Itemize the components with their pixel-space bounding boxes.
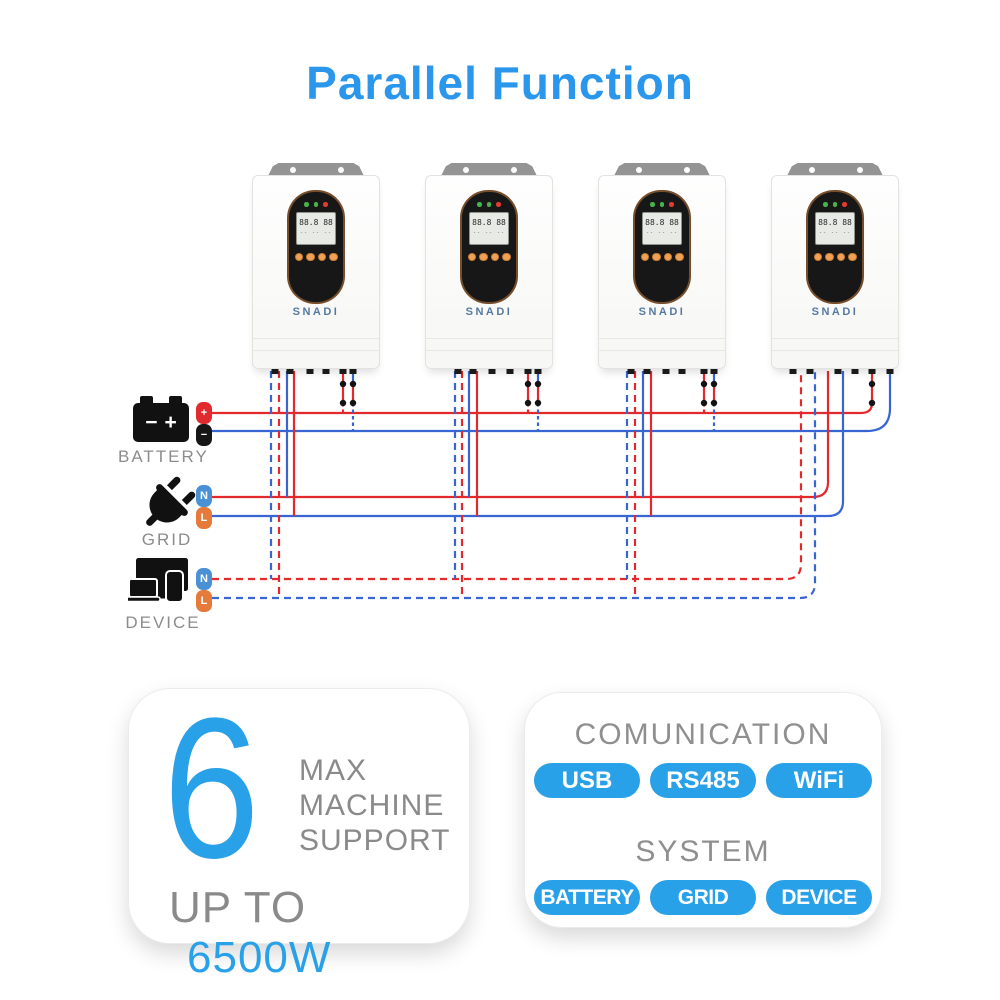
grid-plug-icon bbox=[139, 476, 196, 533]
grid-n-bus bbox=[212, 371, 830, 499]
inverter-body: 88.8 88-- -- -- SNADI bbox=[252, 175, 380, 369]
max-support-text: MAX MACHINE SUPPORT bbox=[299, 754, 451, 857]
communication-pill-row: USB RS485 WiFi bbox=[525, 763, 881, 798]
system-heading: SYSTEM bbox=[635, 835, 771, 868]
grid-label: GRID bbox=[141, 530, 193, 549]
battery-pill: BATTERY bbox=[534, 880, 640, 915]
rs485-pill: RS485 bbox=[650, 763, 756, 798]
line-terminal-badge: L bbox=[196, 507, 212, 529]
lcd-screen: 88.8 88-- -- -- bbox=[815, 211, 855, 245]
max-machines-number: 6 bbox=[163, 677, 260, 900]
grid-l-bus bbox=[212, 371, 845, 518]
devices-icon bbox=[125, 558, 194, 608]
inverter-unit: 88.8 88-- -- -- SNADI bbox=[252, 163, 380, 369]
grid-pill: GRID bbox=[650, 880, 756, 915]
communication-heading: COMUNICATION bbox=[574, 718, 832, 751]
status-led-icons bbox=[823, 202, 847, 207]
battery-label: BATTERY bbox=[118, 447, 209, 466]
usb-pill: USB bbox=[534, 763, 640, 798]
line-terminal-badge: L bbox=[196, 590, 212, 612]
status-led-icons bbox=[477, 202, 501, 207]
grid-terminal-pill: N L bbox=[196, 485, 212, 529]
power-rating: 6500W bbox=[187, 933, 332, 982]
brand-logo: SNADI bbox=[638, 306, 686, 318]
inverter-unit: 88.8 88-- -- -- SNADI bbox=[598, 163, 726, 369]
status-led-icons bbox=[304, 202, 328, 207]
mounting-bracket-icon bbox=[787, 163, 883, 176]
control-buttons bbox=[467, 252, 511, 261]
up-to-text: UP TO bbox=[169, 883, 307, 932]
plus-terminal-badge: + bbox=[196, 402, 212, 424]
neutral-terminal-badge: N bbox=[196, 568, 212, 590]
inverter-body: 88.8 88-- -- -- SNADI bbox=[771, 175, 899, 369]
brand-logo: SNADI bbox=[811, 306, 859, 318]
lcd-screen: 88.8 88-- -- -- bbox=[642, 211, 682, 245]
device-terminal-pill: N L bbox=[196, 568, 212, 612]
inverter-body: 88.8 88-- -- -- SNADI bbox=[425, 175, 553, 369]
minus-terminal-badge: − bbox=[196, 424, 212, 446]
page-title: Parallel Function bbox=[306, 57, 694, 109]
control-buttons bbox=[813, 252, 857, 261]
battery-positive-bus bbox=[212, 371, 874, 415]
inverter-display: 88.8 88-- -- -- bbox=[806, 190, 864, 304]
battery-icon: −+ bbox=[133, 396, 189, 444]
battery-negative-bus bbox=[212, 371, 892, 433]
power-rating-row: UP TO 6500W bbox=[169, 883, 469, 983]
inverter-unit: 88.8 88-- -- -- SNADI bbox=[425, 163, 553, 369]
inverter-display: 88.8 88-- -- -- bbox=[633, 190, 691, 304]
lcd-screen: 88.8 88-- -- -- bbox=[296, 211, 336, 245]
device-pill: DEVICE bbox=[766, 880, 872, 915]
device-label: DEVICE bbox=[125, 613, 201, 632]
lcd-screen: 88.8 88-- -- -- bbox=[469, 211, 509, 245]
mounting-bracket-icon bbox=[441, 163, 537, 176]
neutral-terminal-badge: N bbox=[196, 485, 212, 507]
system-pill-row: BATTERY GRID DEVICE bbox=[525, 880, 881, 915]
inverter-display: 88.8 88-- -- -- bbox=[460, 190, 518, 304]
max-support-card: 6 MAX MACHINE SUPPORT UP TO 6500W bbox=[128, 677, 470, 982]
brand-logo: SNADI bbox=[465, 306, 513, 318]
terminal-ticks bbox=[271, 369, 894, 374]
brand-logo: SNADI bbox=[292, 306, 340, 318]
mounting-bracket-icon bbox=[614, 163, 710, 176]
control-buttons bbox=[640, 252, 684, 261]
inverter-unit: 88.8 88-- -- -- SNADI bbox=[771, 163, 899, 369]
inverter-body: 88.8 88-- -- -- SNADI bbox=[598, 175, 726, 369]
wifi-pill: WiFi bbox=[766, 763, 872, 798]
control-buttons bbox=[294, 252, 338, 261]
features-card: COMUNICATION USB RS485 WiFi SYSTEM BATTE… bbox=[524, 692, 882, 928]
status-led-icons bbox=[650, 202, 674, 207]
inverter-display: 88.8 88-- -- -- bbox=[287, 190, 345, 304]
battery-terminal-pill: + − bbox=[196, 402, 212, 446]
device-l-bus bbox=[212, 371, 817, 600]
mounting-bracket-icon bbox=[268, 163, 364, 176]
